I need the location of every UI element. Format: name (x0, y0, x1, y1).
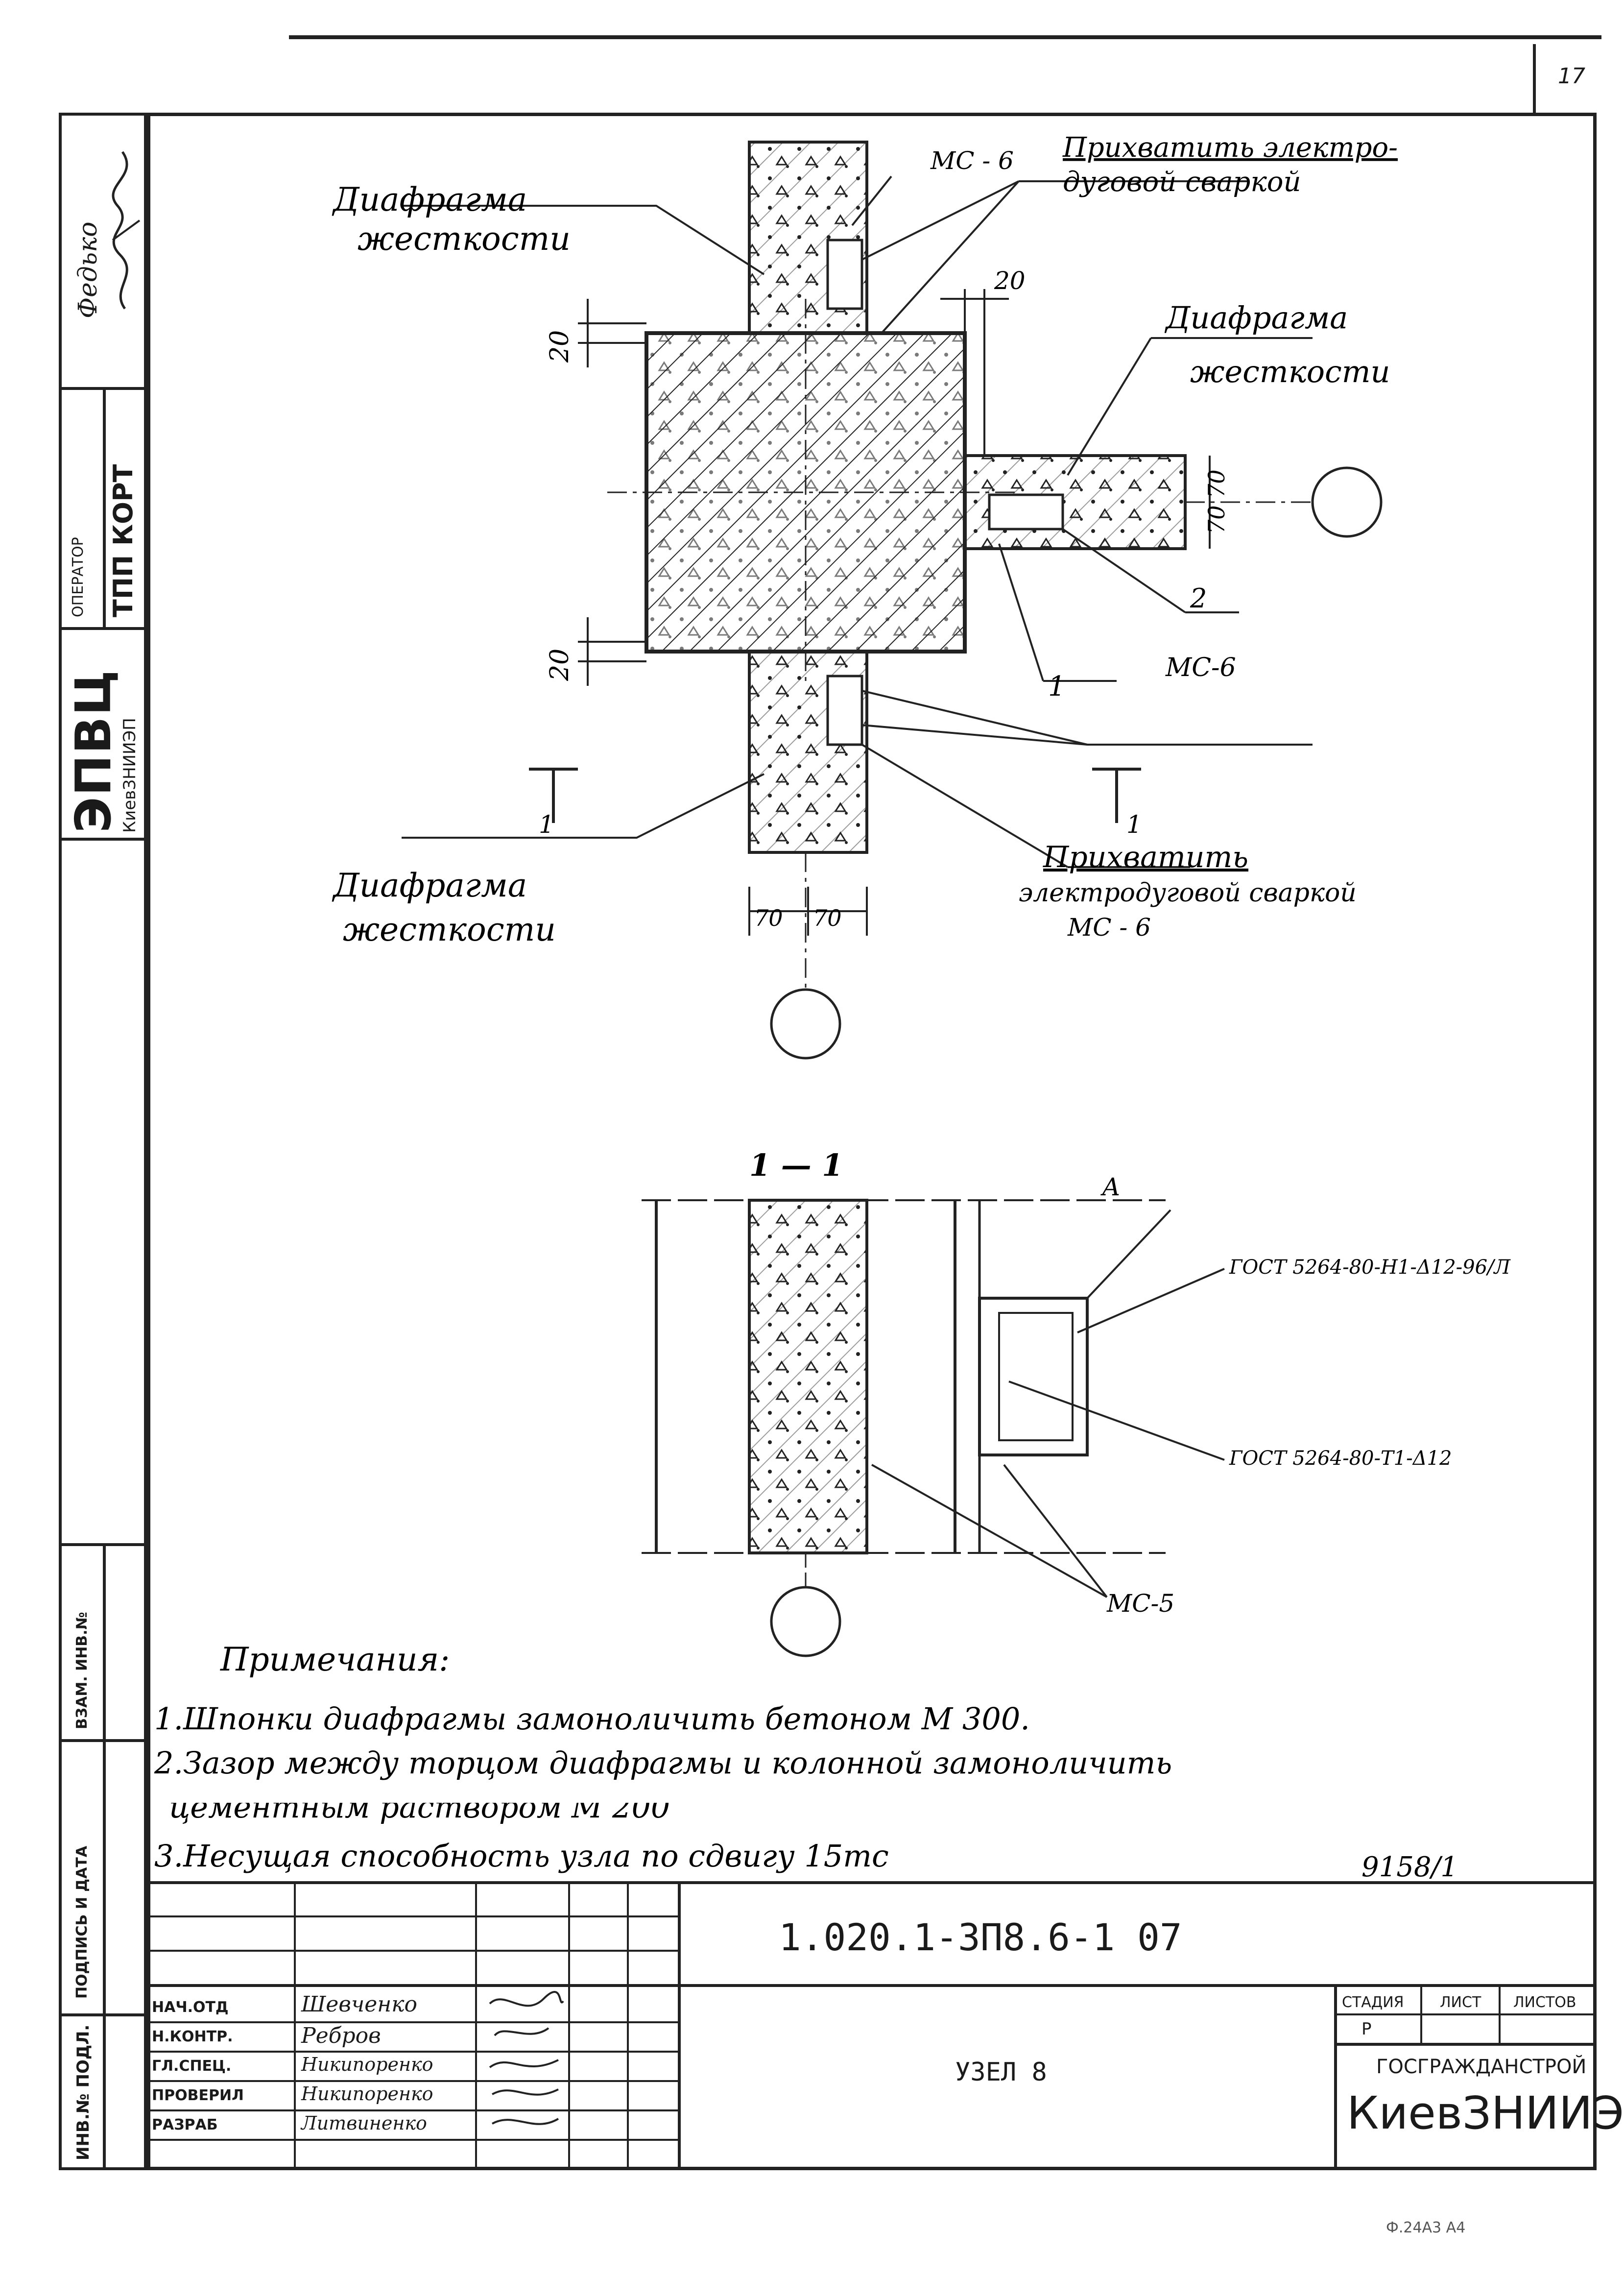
doc-ref: 9158/1 (1361, 1851, 1458, 1883)
dim-70a: 70 (754, 905, 783, 931)
row-name-4: Литвиненко (301, 2112, 427, 2134)
gost-2: ГОСТ 5264-80-Т1-Δ12 (1229, 1447, 1452, 1470)
ms6-top-label: МС - 6 (930, 146, 1014, 175)
signature-scribbles (489, 1991, 564, 2125)
mark-ms6-right: МС-6 (1165, 653, 1236, 682)
diaphragm-bottom (748, 650, 868, 1060)
section-title: 1 — 1 (749, 1147, 843, 1183)
row-name-3: Никипоренко (301, 2083, 433, 2105)
footer-form-code: Ф.24А3 А4 (1386, 2219, 1466, 2236)
row-role-3: ПРОВЕРИЛ (152, 2087, 244, 2104)
dim-20-top: 20 (994, 266, 1026, 295)
leader-lines (402, 175, 1313, 868)
row-name-2: Никипоренко (301, 2054, 433, 2075)
dim-70b: 70 (813, 905, 842, 931)
weld-bottom-line2: электродуговой сваркой (1019, 878, 1357, 908)
row-role-1: Н.КОНТР. (152, 2028, 233, 2045)
node-drawing: МС - 6 Прихватить электро- дуговой сварк… (154, 132, 1511, 1781)
org-main-stamp: ЭПВЦ (65, 669, 122, 833)
note-1: 1.Шпонки диафрагмы замоноличить бетоном … (154, 1701, 1030, 1737)
sheets-label: ЛИСТОВ (1513, 1994, 1576, 2011)
section-mark-left: 1 (539, 810, 554, 839)
diaphragm-right-1: Диафрагма (1164, 300, 1348, 336)
signature-fedko: Федько (73, 221, 103, 318)
row-role-2: ГЛ.СПЕЦ. (152, 2058, 232, 2075)
dim-70-70-right: 70 70 (1203, 469, 1230, 534)
dim-20-left-lower: 20 (545, 649, 574, 681)
inv-sign-label: ИНВ.№ ПОДЛ. (73, 2024, 93, 2160)
diaphragm-left-top-2: жесткости (358, 220, 571, 258)
signature-scribble-top (112, 151, 141, 310)
notes-heading: Примечания: (220, 1641, 450, 1678)
node-name: УЗЕЛ 8 (955, 2058, 1047, 2087)
sheet-label: ЛИСТ (1440, 1994, 1481, 2011)
org-kievzniiep: КиевЗНИИЭП (1347, 2087, 1624, 2139)
row-role-4: РАЗРАБ (152, 2116, 218, 2133)
diaphragm-left-bottom-1: Диафрагма (332, 867, 527, 904)
diaphragm-right-2: жесткости (1190, 354, 1390, 389)
dimension-lines (578, 289, 1211, 936)
sign-date-label: ПОДПИСЬ И ДАТА (73, 1845, 91, 1999)
section-mark-right: 1 (1126, 810, 1142, 839)
org-gosgrazhdanstroy: ГОСГРАЖДАНСТРОЙ (1376, 2056, 1587, 2078)
notes-continued: цементным раствором М 200 3.Несущая спос… (154, 1803, 1458, 1883)
weld-bottom-line1: Прихватить (1043, 840, 1248, 874)
sheet-number-box: 17 (1533, 44, 1600, 113)
ms5-label: МС-5 (1106, 1589, 1174, 1618)
row-name-0: Шевченко (301, 1992, 418, 2017)
top-border-line (289, 35, 1601, 39)
row-name-1: Ребров (301, 2023, 381, 2048)
designation: 1.020.1-3П8.6-1 07 (779, 1915, 1182, 1959)
note-2a: 2.Зазор между торцом диафрагмы и колонно… (154, 1745, 1172, 1781)
replace-inv-label: ВЗАМ. ИНВ.№ (73, 1612, 91, 1729)
stage-label: СТАДИЯ (1342, 1994, 1404, 2011)
diaphragm-left-top-1: Диафрагма (332, 181, 527, 218)
note-2b: цементным раствором М 200 (169, 1803, 670, 1825)
title-block: НАЧ.ОТД Шевченко Н.КОНТР. Ребров ГЛ.СПЕЦ… (147, 1881, 1624, 2170)
ms6-bottom-label: МС - 6 (1067, 913, 1151, 942)
org-sub-stamp: КиевЗНИИЭП (120, 718, 140, 833)
section-view (642, 1199, 1225, 1657)
left-stamp-strip: Федько ОПЕРАТОР ТПП КОРТ ЭПВЦ КиевЗНИИЭП… (59, 113, 147, 2170)
stage-value: Р (1361, 2019, 1372, 2039)
drawing-frame (147, 113, 1597, 2170)
weld-top-line1: Прихватить электро- (1062, 132, 1398, 164)
weld-top-line2: дуговой сваркой (1063, 166, 1301, 198)
note-3: 3.Несущая способность узла по сдвигу 15т… (154, 1838, 889, 1874)
section-mark-a: А (1100, 1173, 1121, 1201)
row-role-0: НАЧ.ОТД (152, 1999, 229, 2016)
mark-1: 1 (1048, 671, 1066, 702)
gost-1: ГОСТ 5264-80-Н1-Δ12-96/Л (1229, 1256, 1511, 1279)
diaphragm-left-bottom-2: жесткости (343, 911, 556, 948)
sheet-number: 17 (1558, 64, 1585, 89)
diaphragm-top (748, 141, 868, 335)
section-cut-marks (529, 768, 1141, 823)
operator-label: ОПЕРАТОР (70, 537, 87, 617)
dim-20-left-upper: 20 (545, 330, 574, 363)
column-section (607, 299, 1019, 681)
diaphragm-right (963, 454, 1383, 550)
operator-value: ТПП КОРТ (108, 464, 139, 617)
mark-2: 2 (1190, 583, 1207, 614)
